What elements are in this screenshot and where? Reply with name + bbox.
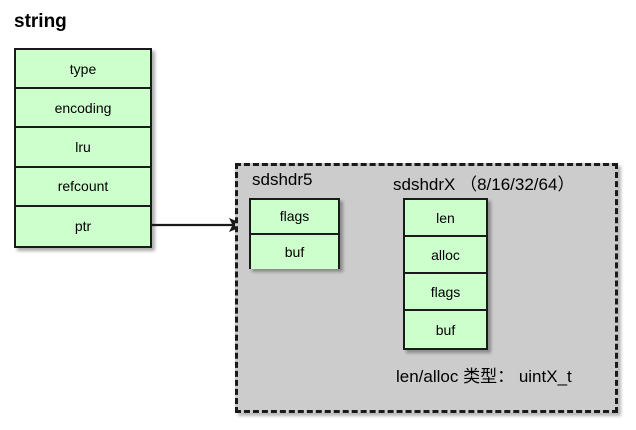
sds-type-footnote: len/alloc 类型： uintX_t (396, 367, 572, 386)
arrow-right-icon (150, 218, 246, 232)
sdshdr5-field-flags: flags (251, 200, 338, 235)
sdshdrx-field-buf: buf (405, 311, 486, 348)
sdshdrx-field-alloc: alloc (405, 237, 486, 274)
sdshdrx-header: sdshdrX （8/16/32/64） (393, 175, 575, 194)
sdshdr5-field-buf: buf (251, 234, 338, 269)
sdshdrx-field-flags: flags (405, 274, 486, 311)
sdshdrx-struct: len alloc flags buf (403, 198, 488, 350)
sdshdr5-header: sdshdr5 (252, 170, 313, 189)
struct-field-lru: lru (16, 128, 150, 168)
string-object-struct: type encoding lru refcount ptr (14, 48, 152, 248)
struct-field-ptr: ptr (16, 206, 150, 246)
struct-field-refcount: refcount (16, 167, 150, 207)
sdshdr5-struct: flags buf (249, 198, 340, 269)
sdshdrx-field-len: len (405, 200, 486, 237)
page-title: string (14, 11, 67, 32)
struct-field-type: type (16, 50, 150, 90)
struct-field-encoding: encoding (16, 89, 150, 129)
